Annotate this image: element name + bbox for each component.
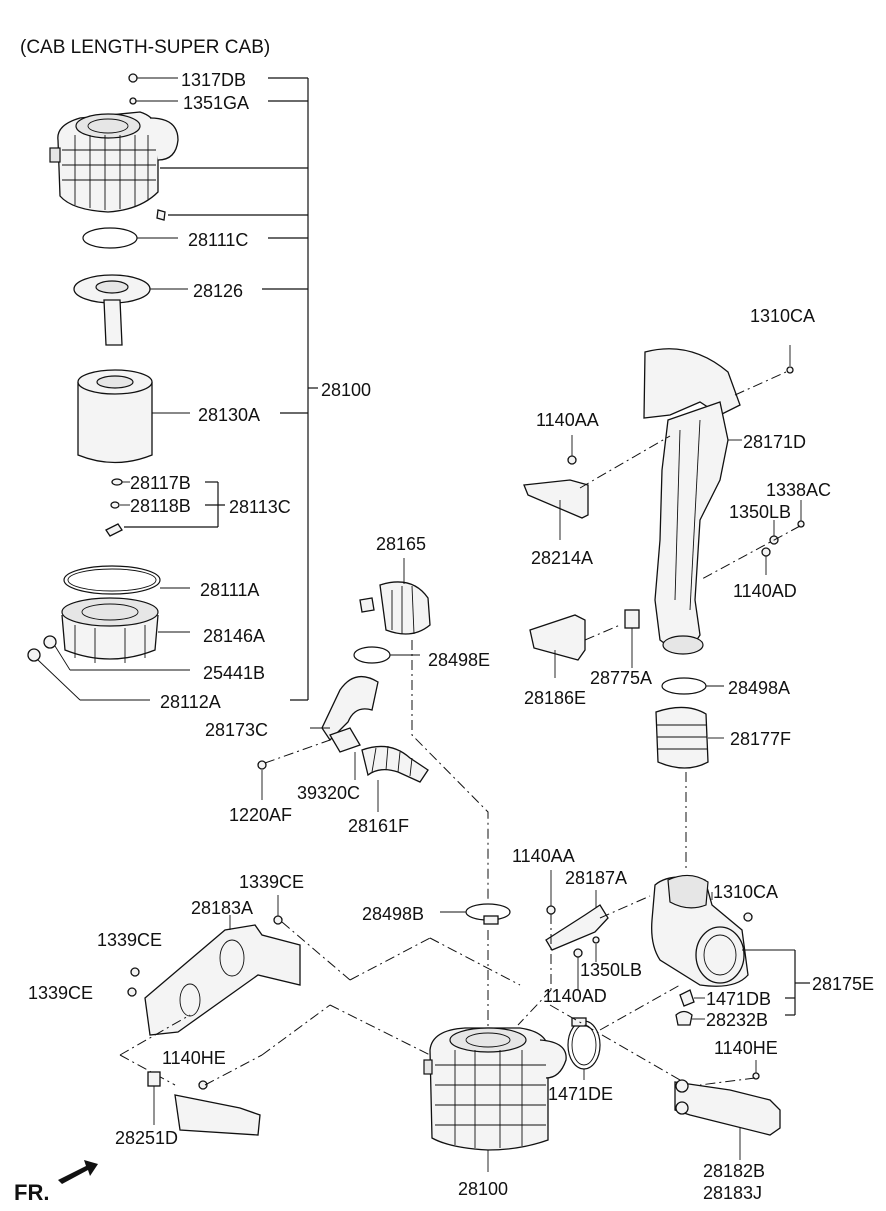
label-1471DB: 1471DB — [706, 989, 771, 1009]
label-28171D: 28171D — [743, 432, 806, 452]
label-28182B: 28182B — [703, 1161, 765, 1181]
label-1339CE-c: 1339CE — [28, 983, 93, 1003]
label-1339CE-b: 1339CE — [97, 930, 162, 950]
air-cleaner-assembly-bottom — [423, 1027, 567, 1172]
label-28498E: 28498E — [428, 650, 490, 670]
label-28232B: 28232B — [706, 1010, 768, 1030]
label-28183J: 28183J — [703, 1183, 762, 1203]
label-28126: 28126 — [193, 281, 243, 301]
label-39320C: 39320C — [297, 783, 360, 803]
label-28775A: 28775A — [590, 668, 652, 688]
label-1310CA-top: 1310CA — [750, 306, 815, 326]
label-1339CE-a: 1339CE — [239, 872, 304, 892]
label-28117B: 28117B — [130, 473, 191, 493]
label-1350LB-bottom: 1350LB — [580, 960, 642, 980]
label-28214A: 28214A — [531, 548, 593, 568]
resonator-28175E — [651, 874, 810, 1026]
diagram-title: (CAB LENGTH-SUPER CAB) — [20, 37, 270, 58]
air-cleaner-cover — [49, 73, 179, 221]
label-28187A: 28187A — [565, 868, 627, 888]
label-28100-bottom: 28100 — [458, 1179, 508, 1199]
label-1220AF: 1220AF — [229, 805, 292, 825]
bracket-28214A — [523, 435, 671, 540]
label-1310CA-bottom: 1310CA — [713, 882, 778, 902]
label-28165: 28165 — [376, 534, 426, 554]
label-1317DB: 1317DB — [181, 70, 246, 90]
front-arrow-icon — [58, 1160, 98, 1184]
label-1338AC: 1338AC — [766, 480, 831, 500]
label-25441B: 25441B — [203, 663, 265, 683]
label-28111C: 28111C — [188, 230, 248, 250]
dust-valve-part — [73, 274, 188, 346]
label-28118B: 28118B — [130, 496, 191, 516]
filter-element — [77, 369, 190, 464]
label-1351GA: 1351GA — [183, 93, 249, 113]
bracket-28183A — [119, 895, 521, 1086]
label-28175E: 28175E — [812, 974, 874, 994]
assembly-bracket-28100 — [160, 77, 318, 701]
label-1140AA-top: 1140AA — [536, 410, 599, 430]
air-intake-duct — [643, 345, 794, 655]
clamp-and-hose — [655, 677, 724, 872]
label-28130A: 28130A — [198, 405, 260, 425]
label-28113C: 28113C — [229, 497, 291, 517]
small-fasteners — [105, 478, 225, 537]
label-28498B: 28498B — [362, 904, 424, 924]
bracket-28187A — [517, 870, 651, 1026]
label-28183A: 28183A — [191, 898, 253, 918]
label-1350LB-top: 1350LB — [729, 502, 791, 522]
label-28161F: 28161F — [348, 816, 409, 836]
bracket-28251D — [147, 1004, 441, 1136]
label-1140AD-bottom: 1140AD — [543, 986, 607, 1006]
lower-housing — [27, 565, 190, 701]
label-28251D: 28251D — [115, 1128, 178, 1148]
label-28498A: 28498A — [728, 678, 790, 698]
bracket-28186E — [529, 609, 640, 678]
clamp-28498B — [440, 903, 511, 1030]
clamp-1471DE — [567, 984, 681, 1080]
bracket-28182B — [549, 1004, 781, 1160]
label-28173C: 28173C — [205, 720, 268, 740]
label-1471DE: 1471DE — [548, 1084, 613, 1104]
duct-fasteners — [699, 500, 805, 581]
label-28146A: 28146A — [203, 626, 265, 646]
label-28177F: 28177F — [730, 729, 791, 749]
label-1140AD-top: 1140AD — [733, 581, 797, 601]
label-28111A: 28111A — [200, 580, 259, 600]
label-1140HE-left: 1140HE — [162, 1048, 226, 1068]
label-28112A: 28112A — [160, 692, 221, 712]
front-direction-label: FR. — [14, 1180, 49, 1205]
gasket-ring — [82, 227, 138, 249]
label-28100-top: 28100 — [321, 380, 371, 400]
label-1140HE-right: 1140HE — [714, 1038, 778, 1058]
label-28186E: 28186E — [524, 688, 586, 708]
intake-hose-assembly — [257, 558, 489, 900]
label-1140AA-bottom: 1140AA — [512, 846, 575, 866]
